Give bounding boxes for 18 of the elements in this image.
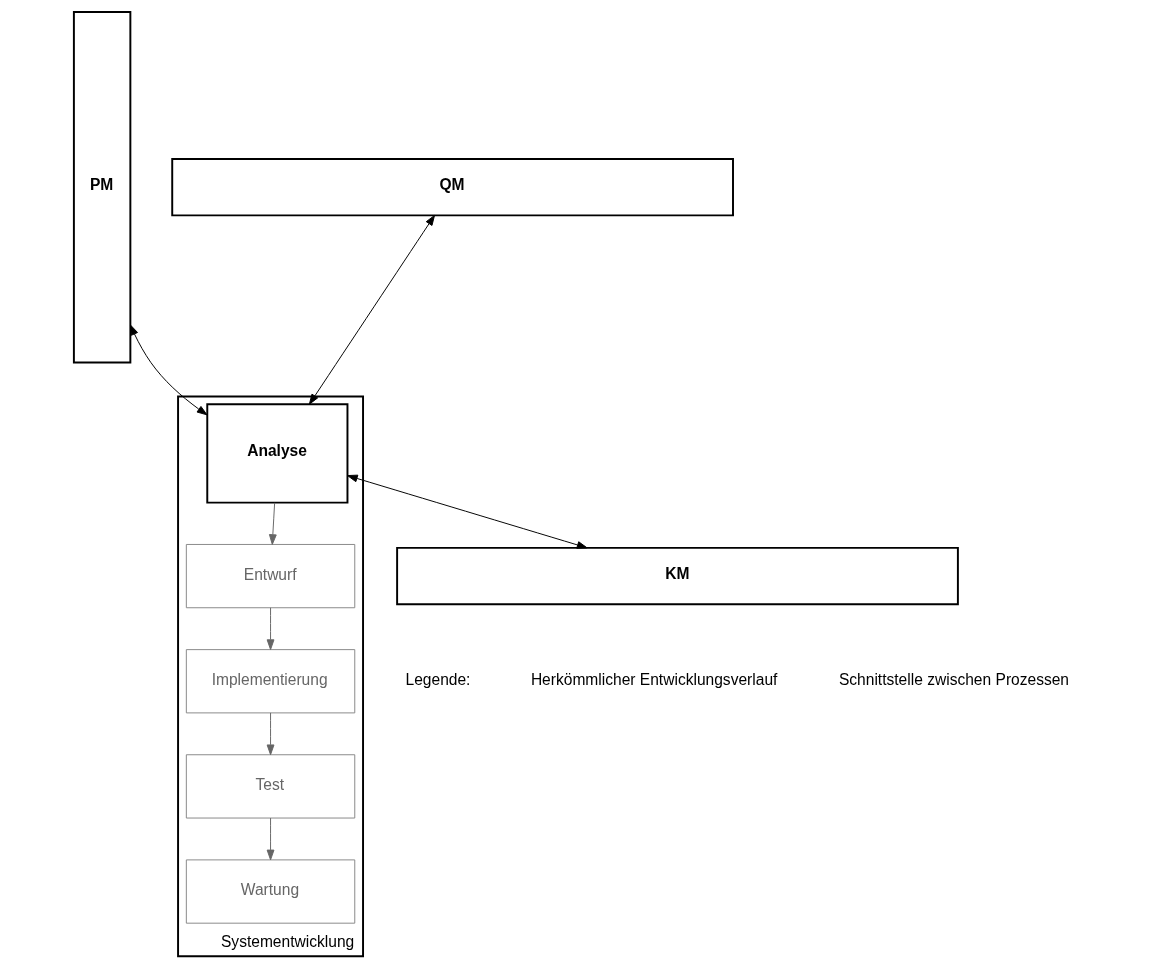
node-box: PM [72, 10, 132, 364]
arrow [266, 712, 275, 756]
legend-label: Schnittstelle zwischen Prozessen [838, 670, 1070, 688]
arrow [347, 474, 588, 549]
label: Legende: [405, 670, 471, 688]
arrow [266, 607, 275, 650]
arrow [266, 817, 275, 861]
legend-label: Herkömmlicher Entwicklungsverlauf [530, 670, 778, 688]
node-box: Entwurf [185, 544, 356, 609]
node-box: Analyse [206, 403, 349, 504]
node-box: Test [185, 754, 356, 819]
node-box: QM [171, 157, 734, 217]
node-box: Implementierung [185, 649, 356, 714]
node-box: Wartung [185, 859, 356, 924]
arrow [308, 214, 435, 405]
arrow [129, 324, 208, 416]
node-box: KM [396, 546, 959, 606]
arrow [268, 502, 277, 545]
